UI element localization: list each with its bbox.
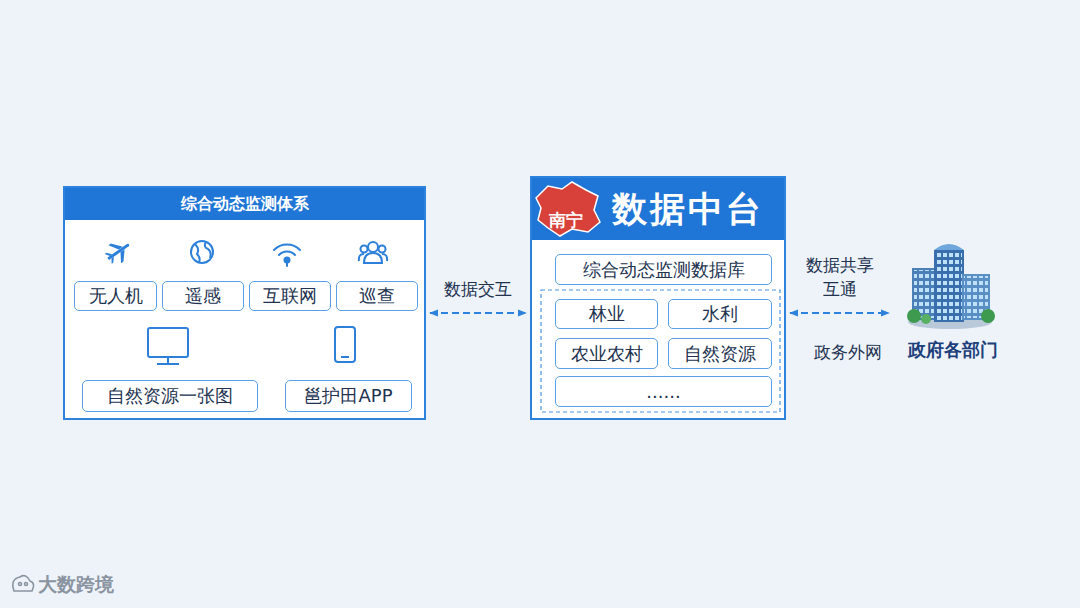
item-box: ......	[555, 376, 772, 407]
item-box: 水利	[668, 299, 772, 329]
item-box: 农业农村	[555, 338, 658, 369]
network-label: 政务外网	[814, 341, 882, 364]
item-label: 林业	[589, 302, 625, 326]
item-label: 巡查	[359, 284, 395, 308]
item-label: 互联网	[263, 284, 317, 308]
watermark-logo	[13, 576, 34, 591]
phone-icon	[335, 327, 355, 362]
item-label: 无人机	[89, 284, 143, 308]
item-box: 无人机	[74, 281, 157, 311]
item-box: 邕护田APP	[285, 380, 412, 412]
department-node: 政府各部门	[893, 238, 1013, 363]
logo-text: 南宁	[549, 209, 583, 232]
item-label: ......	[646, 381, 680, 402]
globe-icon	[191, 241, 213, 263]
item-label: 自然资源一张图	[107, 384, 233, 408]
item-label: 遥感	[185, 284, 221, 308]
item-box: 自然资源	[668, 338, 772, 369]
panel-title: 综合动态监测体系	[65, 188, 424, 220]
data-connector	[790, 312, 889, 314]
building-illustration	[907, 244, 995, 329]
item-label: 农业农村	[571, 342, 643, 366]
wifi-icon	[274, 244, 300, 266]
item-box: 自然资源一张图	[82, 380, 258, 412]
item-label: 水利	[702, 302, 738, 326]
edge-label: 数据共享 互通	[802, 253, 878, 301]
item-label: 自然资源	[684, 342, 756, 366]
item-box: 遥感	[162, 281, 244, 311]
monitor-icon	[148, 328, 188, 364]
edge-label: 数据交互	[440, 277, 516, 301]
panel-ground	[530, 176, 786, 420]
platform-title: 数据中台	[612, 178, 764, 240]
item-box: 综合动态监测数据库	[555, 254, 772, 285]
plane-icon	[102, 235, 136, 268]
item-label: 综合动态监测数据库	[583, 258, 745, 282]
item-box: 林业	[555, 299, 658, 329]
people-icon	[359, 242, 387, 263]
watermark: 大数跨境	[38, 572, 114, 598]
map-logo	[536, 182, 600, 236]
item-label: 邕护田APP	[304, 384, 392, 408]
item-box: 互联网	[249, 281, 331, 311]
panel-ground	[63, 186, 426, 420]
panel-header	[63, 186, 426, 220]
item-box: 巡查	[336, 281, 418, 311]
panel-header	[530, 176, 786, 240]
data-connector	[430, 312, 526, 314]
panel-box: 无人机 遥感 互联网 巡查自然资源一张图 邕护田APP 综合动态监测体系	[63, 186, 426, 420]
dashed-group	[541, 290, 780, 412]
department-name: 政府各部门	[893, 337, 1013, 363]
